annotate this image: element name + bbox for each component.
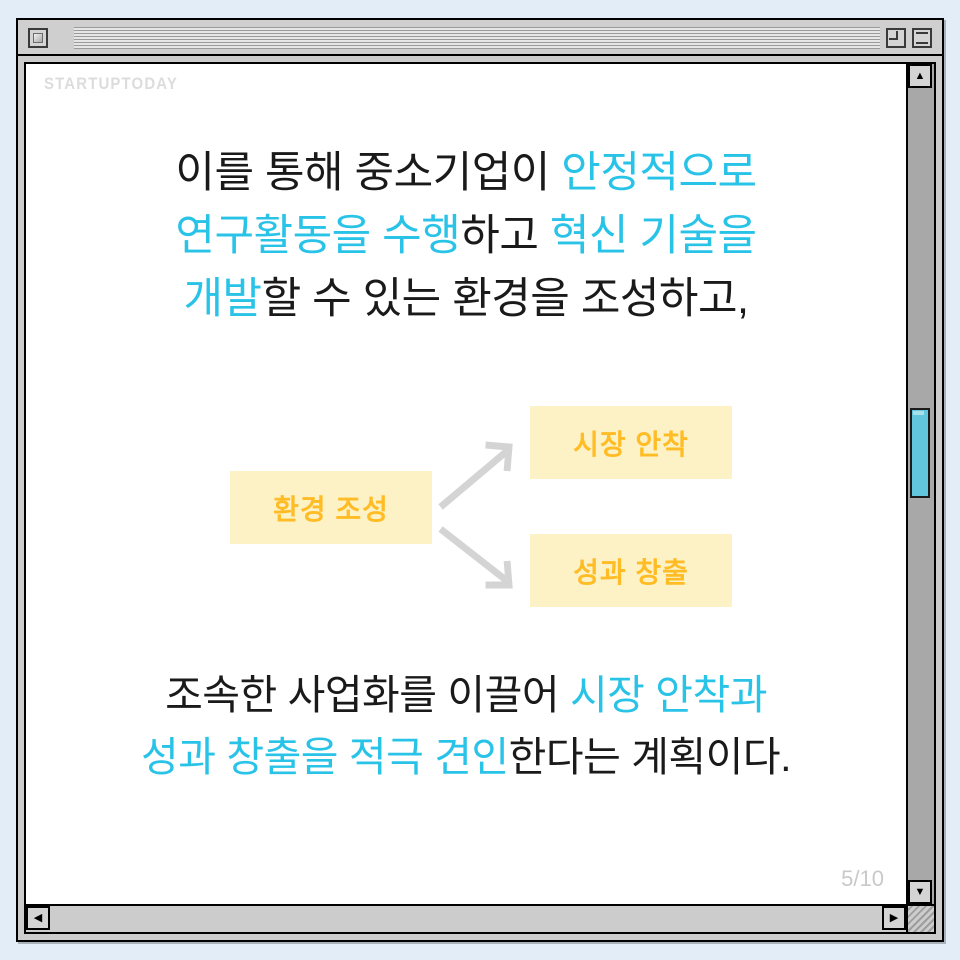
window-title-bar[interactable] — [18, 20, 942, 56]
arrow-down-head — [485, 560, 513, 589]
scroll-left-arrow-icon[interactable]: ◀ — [26, 906, 50, 930]
scroll-up-arrow-icon[interactable]: ▲ — [908, 64, 932, 88]
close-box-icon[interactable] — [28, 28, 48, 48]
close-box-inner — [33, 33, 43, 43]
paragraph-run: 조속한 사업화를 이끌어 — [165, 672, 570, 718]
diagram-arrows — [438, 441, 513, 589]
arrow-down-line — [438, 526, 510, 584]
headline-run: 하고 — [460, 212, 550, 260]
arrow-up-line — [438, 448, 510, 510]
vertical-scrollbar[interactable]: ▲ ▼ — [906, 64, 934, 904]
headline-run: 혁신 기술을 — [549, 212, 757, 260]
scroll-down-arrow-icon[interactable]: ▼ — [908, 880, 932, 904]
page-counter-label: 5/10 — [841, 866, 884, 891]
paragraph-run: 한다는 계획이다. — [508, 734, 792, 780]
diagram-box-performance: 성과 창출 — [530, 534, 732, 607]
diagram-box-market-entry: 시장 안착 — [530, 406, 732, 479]
flow-diagram: 환경 조성 시장 안착 성과 창출 — [26, 389, 906, 619]
zoom-box-icon[interactable] — [886, 28, 906, 48]
headline-run: 연구활동을 수행 — [175, 212, 461, 260]
scroll-right-arrow-icon[interactable]: ▶ — [882, 906, 906, 930]
collapse-box-inner — [916, 32, 928, 44]
window-resize-grow-box[interactable] — [906, 904, 934, 932]
headline-run: 개발 — [183, 275, 262, 323]
headline-line: 연구활동을 수행하고 혁신 기술을 — [26, 205, 906, 268]
headline-line: 개발할 수 있는 환경을 조성하고, — [26, 268, 906, 331]
collapse-box-icon[interactable] — [912, 28, 932, 48]
watermark-label: STARTUPTODAY — [44, 74, 178, 93]
paragraph-line: 조속한 사업화를 이끌어 시장 안착과 — [26, 664, 906, 726]
vertical-scrollbar-thumb[interactable] — [910, 408, 930, 498]
zoom-box-inner — [889, 31, 898, 40]
arrow-up-head — [485, 441, 513, 472]
horizontal-scrollbar[interactable]: ◀ ▶ — [26, 904, 906, 932]
diagram-box-source: 환경 조성 — [230, 471, 432, 544]
headline-run: 할 수 있는 환경을 조성하고, — [261, 275, 749, 323]
paragraph-line: 성과 창출을 적극 견인한다는 계획이다. — [26, 726, 906, 788]
paragraph-run: 시장 안착과 — [569, 672, 768, 718]
paragraph-run: 성과 창출을 적극 견인 — [141, 734, 509, 780]
headline-run: 이를 통해 중소기업이 — [175, 149, 562, 197]
title-bar-stripes — [74, 27, 880, 49]
headline-line: 이를 통해 중소기업이 안정적으로 — [26, 142, 906, 205]
headline-run: 안정적으로 — [561, 149, 757, 197]
